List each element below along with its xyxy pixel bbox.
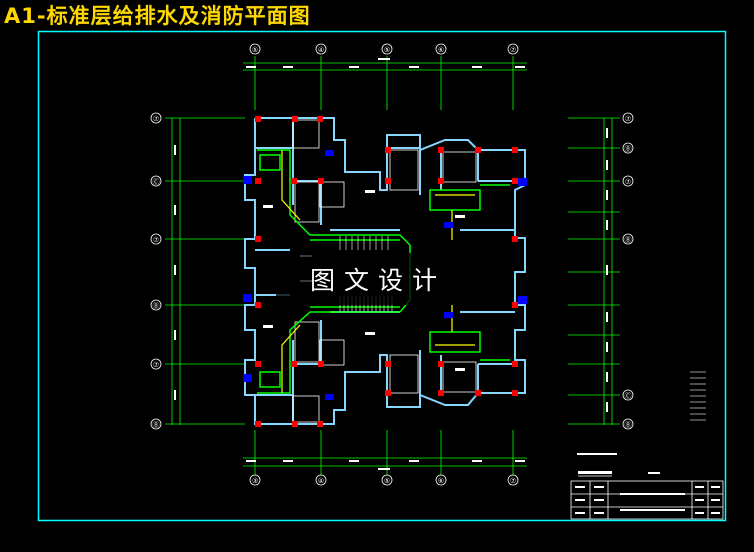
drawing-notes: [577, 453, 660, 477]
axis-label-bottom-5: ⑦: [510, 477, 516, 485]
axis-label-top-3: ⑤: [384, 46, 390, 54]
axis-label-top-5: ⑦: [510, 46, 516, 54]
top-dimension-lines: [243, 56, 527, 110]
axis-bubbles: [150, 43, 634, 486]
axis-label-right-3: ⑦: [625, 178, 631, 186]
water-pipes-green: [257, 149, 510, 394]
axis-label-right-2: Ⓑ: [625, 145, 632, 153]
axis-label-left-2: Ⓒ: [153, 178, 160, 186]
left-dimension-lines: [165, 117, 245, 425]
room-partitions: [292, 119, 477, 423]
legend-text-block: [690, 371, 706, 421]
axis-label-top-1: ⑤: [252, 46, 258, 54]
axis-label-top-2: ④: [318, 46, 324, 54]
watermark-text: 图文设计: [276, 253, 480, 305]
right-dimension-lines: [568, 117, 620, 425]
axis-label-bottom-3: ⑤: [384, 477, 390, 485]
axis-label-left-1: ⑦: [153, 115, 159, 123]
outer-frame: [37, 30, 727, 522]
structural-columns: [255, 116, 518, 427]
axis-label-bottom-1: ③: [252, 477, 258, 485]
axis-label-right-6: Ⓑ: [625, 421, 632, 429]
axis-bubble-labels: ⑤ ④ ⑤ ⑥ ⑦ ③ ④ ⑤ ⑥ ⑦ ⑦ Ⓒ ⑦ Ⓑ ⑦ Ⓑ ⑦ Ⓑ ⑦ Ⓑ …: [153, 46, 632, 485]
title-block-text: [575, 486, 720, 514]
axis-label-left-6: Ⓑ: [153, 421, 160, 429]
axis-label-right-1: ⑦: [625, 115, 631, 123]
axis-label-bottom-4: ⑥: [438, 477, 444, 485]
axis-label-bottom-2: ④: [318, 477, 324, 485]
drawing-title: A1-标准层给排水及消防平面图: [4, 4, 311, 28]
drainage-pipes-yellow: [281, 150, 475, 393]
axis-label-left-5: ⑦: [153, 361, 159, 369]
axis-label-left-4: Ⓑ: [153, 302, 160, 310]
axis-label-left-3: ⑦: [153, 236, 159, 244]
axis-label-top-4: ⑥: [438, 46, 444, 54]
dimension-tick-marks: [174, 58, 608, 470]
axis-label-right-5: Ⓒ: [625, 392, 632, 400]
bottom-dimension-lines: [243, 430, 527, 475]
axis-label-right-4: Ⓑ: [625, 236, 632, 244]
fire-hydrant-fixtures: [243, 150, 527, 400]
